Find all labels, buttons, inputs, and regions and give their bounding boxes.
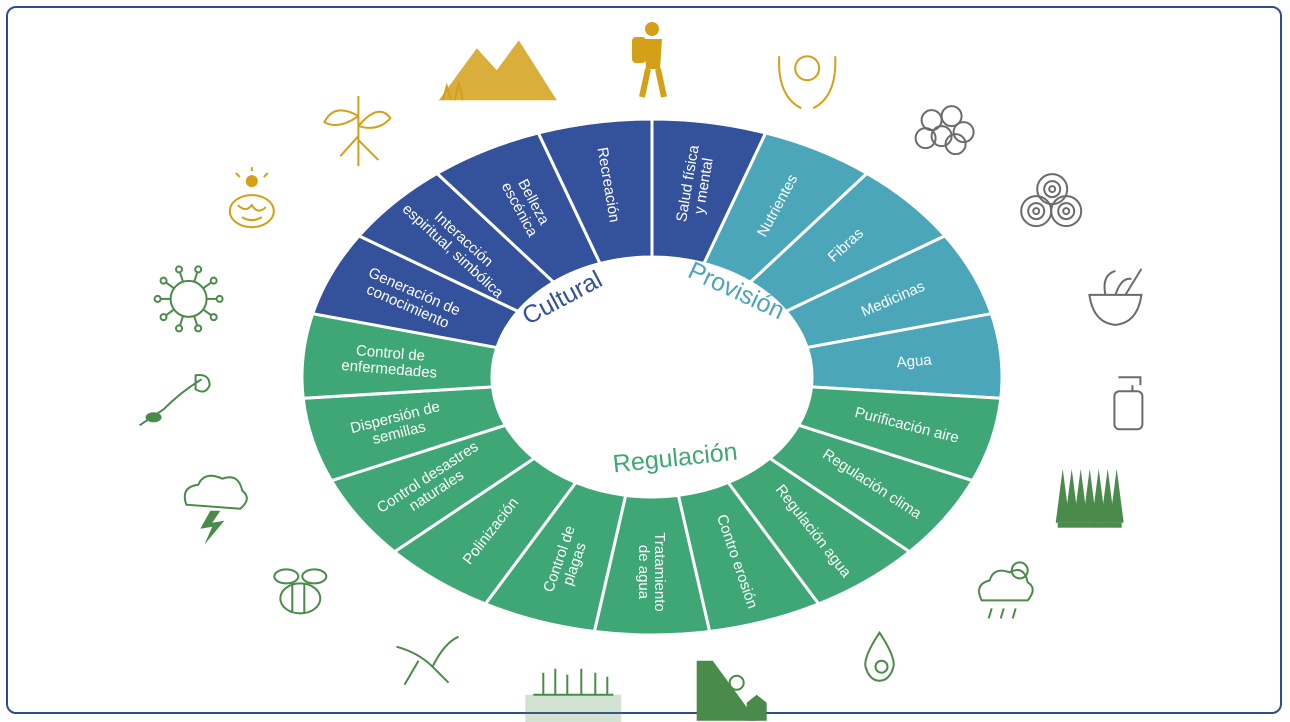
segment-recreacion xyxy=(536,117,654,266)
forest-icon xyxy=(1055,468,1124,528)
water-drop-icon xyxy=(864,630,895,682)
hands-globe-icon xyxy=(778,55,837,110)
icons-layer xyxy=(139,22,1144,722)
ant-seed-icon xyxy=(139,374,211,427)
virus-icon xyxy=(153,265,224,333)
diagram-frame xyxy=(6,6,1282,714)
category-regulation: Regulación xyxy=(611,438,738,479)
segments-layer xyxy=(300,117,1004,637)
landslide-icon xyxy=(696,660,767,721)
water-jar-icon xyxy=(1113,376,1144,431)
fruits-icon xyxy=(914,105,975,156)
logs-icon xyxy=(1020,173,1083,228)
segment-label-agua: Agua xyxy=(896,351,933,371)
segment-label-enfermedades: Control deenfermedades xyxy=(341,341,439,382)
rain-cloud-icon xyxy=(978,561,1034,619)
mortar-herbs-icon xyxy=(1088,268,1143,326)
storm-icon xyxy=(183,474,248,545)
plant-icon xyxy=(323,96,392,167)
mountains-icon xyxy=(438,40,557,101)
bee-icon xyxy=(273,568,328,615)
segment-label-tratamiento: Tratamientode agua xyxy=(635,532,668,611)
brain-bulb-icon xyxy=(228,167,275,229)
wetland-icon xyxy=(525,668,622,722)
hiker-icon xyxy=(632,22,667,98)
bird-pest-icon xyxy=(396,635,459,686)
